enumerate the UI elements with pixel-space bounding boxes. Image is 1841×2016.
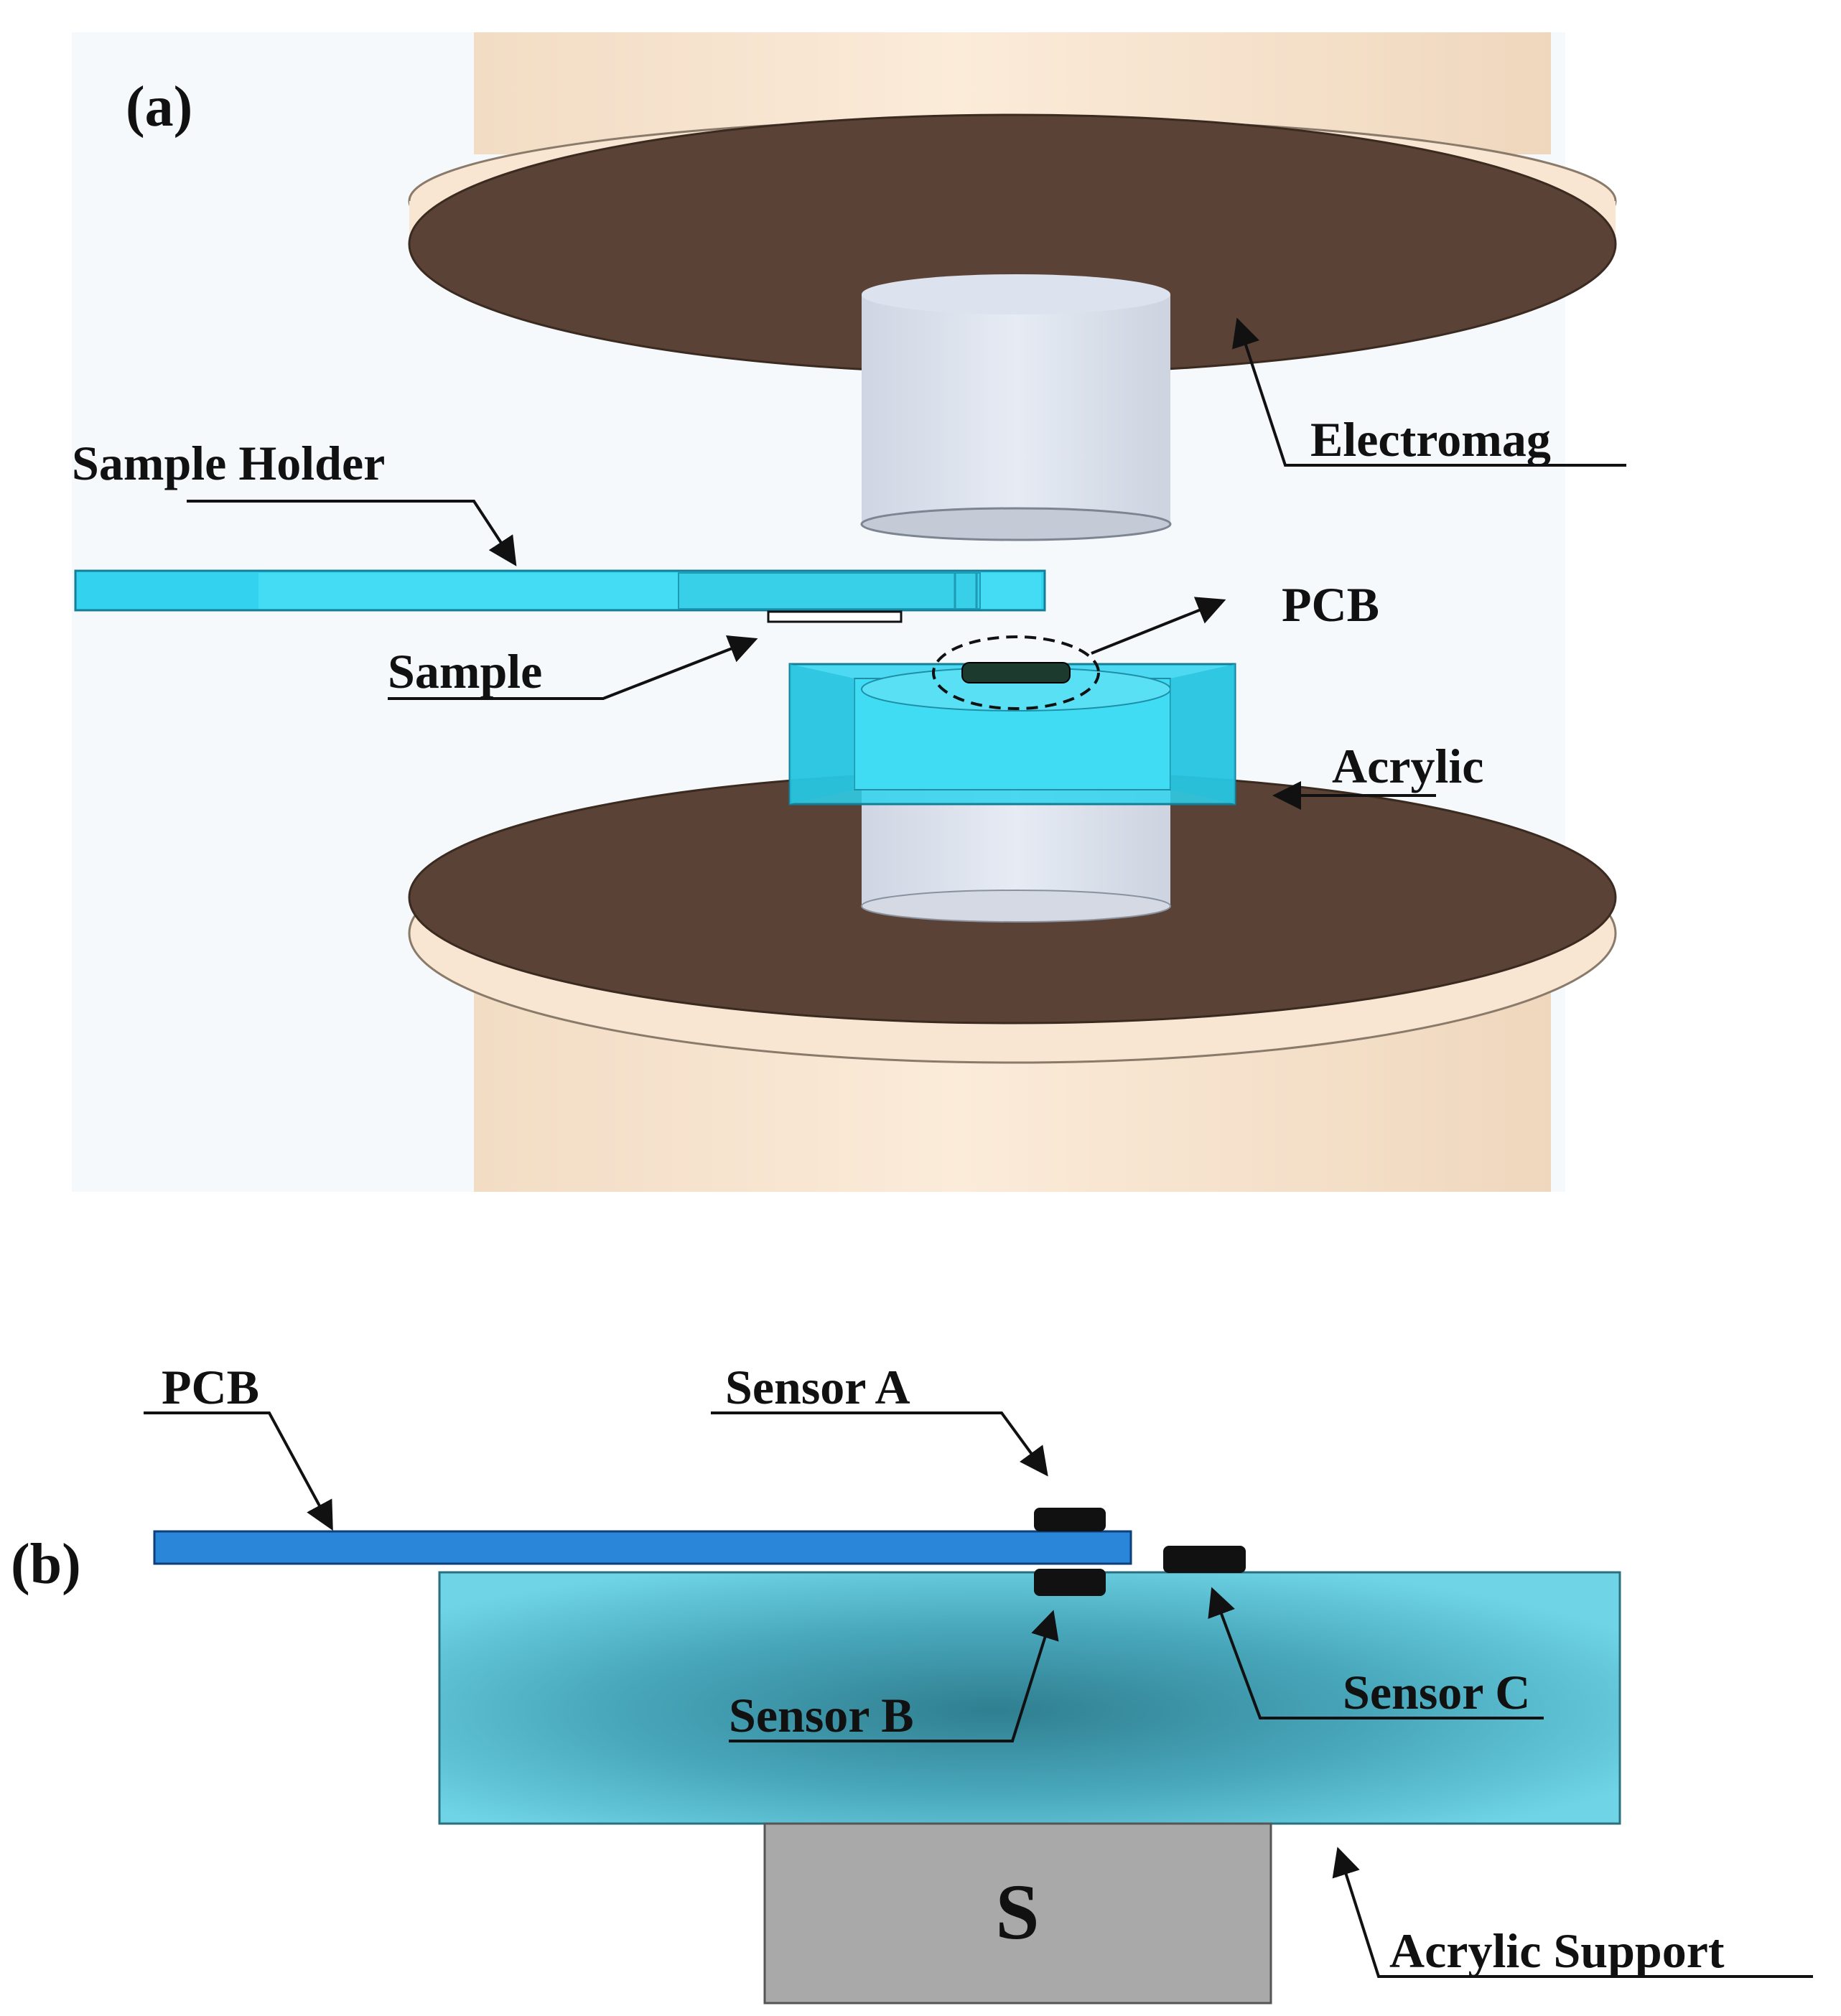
electromag-arrow: [1231, 317, 1626, 467]
sample: [767, 610, 903, 623]
sensor-c-arrow: [1208, 1587, 1544, 1719]
pcb-chip: [961, 662, 1071, 683]
sample-arrow: [388, 635, 758, 700]
pcb-label-a: PCB: [1282, 577, 1379, 632]
acrylic-support-arrow: [1332, 1847, 1813, 1978]
acrylic-support: [438, 1571, 1621, 1825]
pcb-highlight-ellipse: [932, 635, 1100, 710]
pcb-arrow: [1091, 597, 1226, 655]
lower-steel-core: [861, 790, 1171, 923]
panel-a: (a) Electromag Sample Holder Sample PCB …: [72, 32, 1626, 1192]
sensor-a: [1034, 1508, 1106, 1531]
panel-a-label: (a): [126, 75, 192, 139]
sensor-a-label: Sensor A: [725, 1360, 910, 1414]
sample-holder: [74, 569, 1046, 612]
acrylic-support-label: Acrylic Support: [1389, 1923, 1725, 1978]
electromag-label: Electromag: [1310, 412, 1551, 467]
magnet-block: [763, 1822, 1272, 2005]
acrylic-block: [788, 663, 1236, 806]
upper-steel-core: [860, 274, 1172, 541]
sensor-b-arrow: [729, 1610, 1059, 1742]
sensor-b: [1034, 1569, 1106, 1596]
sensor-c: [1163, 1546, 1246, 1573]
panel-b-label: (b): [11, 1533, 81, 1596]
sensor-b-label: Sensor B: [729, 1688, 914, 1742]
sample-label: Sample: [388, 644, 542, 699]
pcb-label-b: PCB: [162, 1360, 259, 1414]
sample-holder-arrow: [187, 500, 517, 566]
sensor-c-label: Sensor C: [1343, 1665, 1530, 1719]
upper-pole-disk: [408, 113, 1617, 375]
panel-b: S (b) PCB Sensor A Sensor B Sensor C Acr…: [11, 1360, 1813, 2005]
pcb-board: [153, 1530, 1132, 1565]
sensor-a-arrow: [711, 1411, 1048, 1477]
acrylic-label: Acrylic: [1332, 739, 1483, 793]
sample-holder-label: Sample Holder: [72, 436, 385, 490]
magnet-pole-label: S: [995, 1868, 1039, 1956]
pcb-arrow-b: [144, 1411, 333, 1531]
